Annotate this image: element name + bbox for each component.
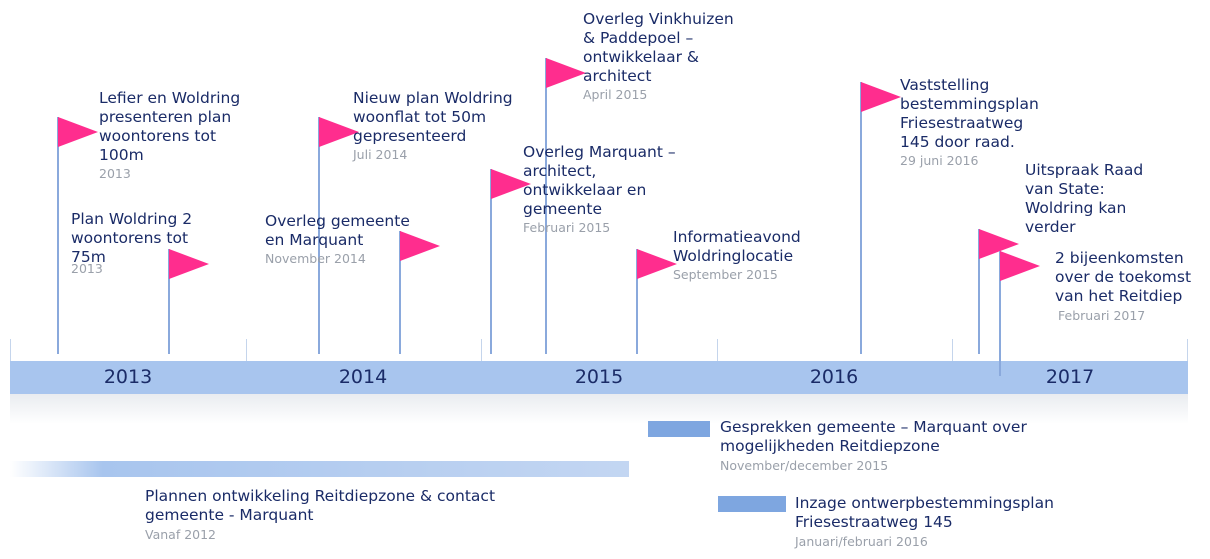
flag-icon bbox=[491, 169, 531, 199]
range-title: Gesprekken gemeente – Marquant over moge… bbox=[720, 418, 1027, 455]
event-date: Februari 2015 bbox=[523, 220, 611, 235]
range-date: Vanaf 2012 bbox=[145, 527, 217, 542]
event-title: Lefier en Woldring presenteren plan woon… bbox=[99, 89, 241, 164]
flag-icon bbox=[546, 58, 586, 88]
event-date: November 2014 bbox=[265, 251, 366, 266]
flag-icon bbox=[861, 82, 901, 112]
event-title: Informatieavond Woldringlocatie bbox=[673, 228, 801, 265]
event-title: Plan Woldring 2 woontorens tot 75m bbox=[71, 210, 193, 266]
event-date: April 2015 bbox=[583, 87, 648, 102]
event-title: 2 bijeenkomsten over de toekomst van het… bbox=[1055, 249, 1192, 305]
year-label-2014: 2014 bbox=[338, 366, 388, 388]
flag-icon bbox=[637, 249, 677, 279]
event-title: Vaststelling bestemmingsplan Friesestraa… bbox=[900, 76, 1039, 151]
timeline-axis bbox=[10, 361, 1188, 394]
range-gesprekken: Gesprekken gemeente – Marquant over moge… bbox=[720, 418, 1027, 474]
flag-icon bbox=[319, 117, 359, 147]
flag-pole bbox=[860, 82, 862, 354]
event-date: September 2015 bbox=[673, 267, 778, 282]
range-date: November/december 2015 bbox=[720, 458, 889, 473]
flag-icon bbox=[400, 231, 440, 261]
event-title: Overleg Marquant – architect, ontwikkela… bbox=[523, 143, 676, 218]
year-label-2017: 2017 bbox=[1045, 366, 1095, 388]
event-date: 2013 bbox=[71, 261, 103, 276]
event-overleg-gemeente: Overleg gemeente en Marquant November 20… bbox=[265, 212, 410, 267]
range-date: Januari/februari 2016 bbox=[795, 534, 928, 549]
event-overleg-marquant: Overleg Marquant – architect, ontwikkela… bbox=[523, 143, 676, 236]
year-label-2016: 2016 bbox=[809, 366, 859, 388]
event-date: Juli 2014 bbox=[353, 147, 408, 162]
axis-tick bbox=[481, 339, 482, 361]
flag-icon bbox=[1000, 251, 1040, 281]
range-title: Inzage ontwerpbestemmingsplan Friesestra… bbox=[795, 494, 1054, 531]
event-lefier: Lefier en Woldring presenteren plan woon… bbox=[99, 89, 240, 182]
axis-tick bbox=[717, 339, 718, 361]
axis-tick bbox=[10, 339, 11, 361]
event-raad-van-state: Uitspraak Raad van State: Woldring kan v… bbox=[1025, 161, 1143, 237]
range-bar-plannen bbox=[10, 461, 629, 477]
event-vaststelling: Vaststelling bestemmingsplan Friesestraa… bbox=[900, 76, 1039, 169]
event-title: Overleg Vinkhuizen & Paddepoel – ontwikk… bbox=[583, 10, 734, 85]
year-label-2013: 2013 bbox=[103, 366, 153, 388]
year-label-2015: 2015 bbox=[574, 366, 624, 388]
flag-pole bbox=[168, 249, 170, 354]
flag-pole bbox=[57, 117, 59, 354]
axis-tick bbox=[246, 339, 247, 361]
flag-icon bbox=[58, 117, 98, 147]
flag-pole bbox=[399, 231, 401, 354]
event-title: Uitspraak Raad van State: Woldring kan v… bbox=[1025, 161, 1144, 236]
flag-icon bbox=[169, 249, 209, 279]
event-title: Overleg gemeente en Marquant bbox=[265, 212, 410, 249]
range-plannen: Plannen ontwikkeling Reitdiepzone & cont… bbox=[145, 487, 495, 543]
range-bar-gesprekken bbox=[648, 421, 710, 437]
range-title: Plannen ontwikkeling Reitdiepzone & cont… bbox=[145, 487, 496, 524]
event-informatieavond: Informatieavond Woldringlocatie Septembe… bbox=[673, 228, 801, 283]
range-bar-inzage bbox=[718, 496, 786, 512]
flag-pole bbox=[978, 229, 980, 354]
event-vinkhuizen: Overleg Vinkhuizen & Paddepoel – ontwikk… bbox=[583, 10, 734, 103]
range-inzage: Inzage ontwerpbestemmingsplan Friesestra… bbox=[795, 494, 1054, 550]
event-date: 2013 bbox=[99, 166, 131, 181]
event-nieuwplan: Nieuw plan Woldring woonflat tot 50m gep… bbox=[353, 89, 513, 163]
flag-pole bbox=[999, 251, 1001, 376]
event-date: 29 juni 2016 bbox=[900, 153, 979, 168]
event-bijeenkomsten: 2 bijeenkomsten over de toekomst van het… bbox=[1055, 249, 1191, 324]
flag-pole bbox=[490, 169, 492, 354]
flag-pole bbox=[318, 117, 320, 354]
flag-pole bbox=[545, 58, 547, 354]
axis-tick bbox=[952, 339, 953, 361]
event-woldring2: Plan Woldring 2 woontorens tot 75m 2013 bbox=[71, 210, 192, 277]
flag-pole bbox=[636, 249, 638, 354]
axis-shadow bbox=[10, 394, 1188, 424]
event-title: Nieuw plan Woldring woonflat tot 50m gep… bbox=[353, 89, 513, 145]
axis-tick bbox=[1187, 339, 1188, 361]
event-date: Februari 2017 bbox=[1058, 308, 1146, 323]
